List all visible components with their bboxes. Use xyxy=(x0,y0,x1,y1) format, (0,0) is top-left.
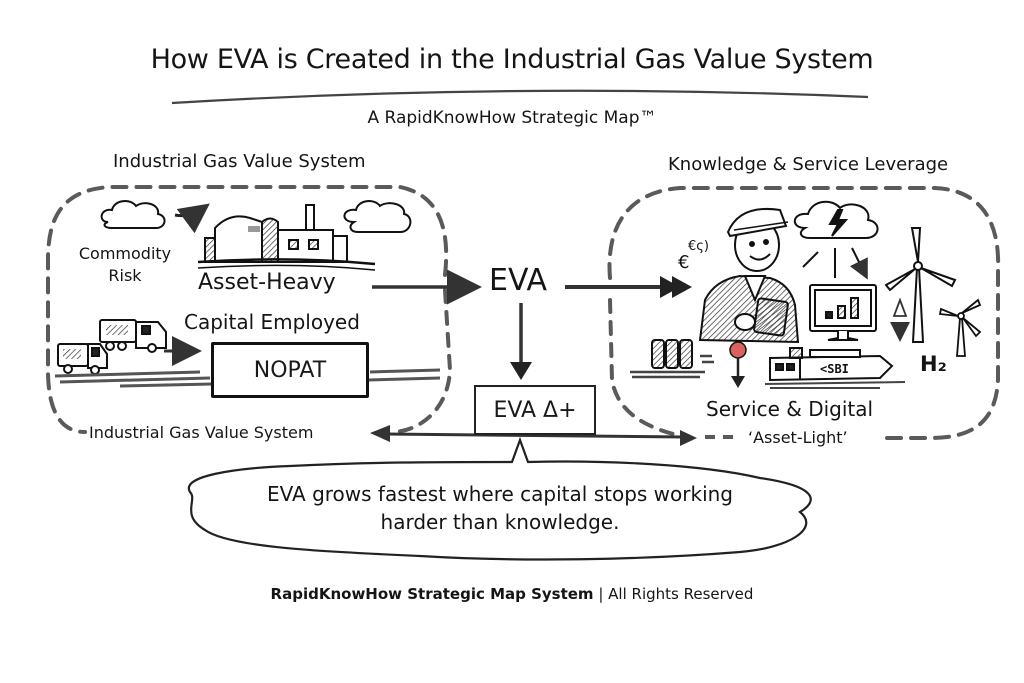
sync-arrows-icon xyxy=(802,247,866,278)
truck-icon xyxy=(99,319,167,353)
page-subtitle: A RapidKnowHow Strategic Map™ xyxy=(367,108,657,128)
hydrogen-label: H₂ xyxy=(920,352,947,376)
nopat-label: NOPAT xyxy=(253,357,327,383)
cloud-lightning-icon xyxy=(793,200,879,239)
trend-arrow-icon xyxy=(174,203,210,234)
capital-employed-label: Capital Employed xyxy=(184,310,360,334)
left-zone-bottom-label: Industrial Gas Value System xyxy=(89,423,314,442)
right-zone-outline xyxy=(607,186,1001,440)
asset-heavy-label: Asset-Heavy xyxy=(198,270,336,295)
left-zone-title: Industrial Gas Value System xyxy=(113,151,366,172)
page-title: How EVA is Created in the Industrial Gas… xyxy=(150,44,874,75)
ground-strokes xyxy=(54,368,441,388)
truck-icon xyxy=(57,343,108,375)
callout-quote: EVA grows fastest where capital stops wo… xyxy=(266,482,733,534)
red-marker-icon xyxy=(729,341,747,359)
gas-cylinders-icon xyxy=(651,339,693,369)
bidirectional-arrow xyxy=(384,432,686,439)
footer: RapidKnowHow Strategic Map System | All … xyxy=(0,585,1024,603)
eva-label: EVA xyxy=(489,263,548,298)
service-digital-label: Service & Digital xyxy=(706,397,874,421)
gas-plant-icon xyxy=(204,204,348,263)
asset-light-label: ‘Asset-Light’ xyxy=(748,428,848,447)
eva-delta-box: EVA Δ+ xyxy=(474,385,596,435)
machine-label: <SBI xyxy=(820,362,849,376)
wind-turbine-icon xyxy=(884,227,957,343)
svg-text:€ς): €ς) xyxy=(688,239,709,254)
footer-brand: RapidKnowHow Strategic Map System xyxy=(270,585,594,603)
right-zone-title: Knowledge & Service Leverage xyxy=(668,154,949,175)
left-zone-outline xyxy=(46,185,449,434)
title-underline xyxy=(171,89,869,105)
eva-delta-label: EVA Δ+ xyxy=(493,397,577,423)
wind-turbine-icon xyxy=(938,298,982,357)
control-unit-icon xyxy=(769,347,894,382)
cloud-icon xyxy=(343,200,412,233)
euro-icon: € xyxy=(678,252,689,273)
dashboard-monitor-icon xyxy=(809,284,877,341)
commodity-risk-label: Commodity Risk xyxy=(78,244,172,285)
speech-bubble xyxy=(187,436,812,561)
consultant-person-icon xyxy=(698,208,800,344)
cloud-icon xyxy=(100,200,166,229)
footer-rights: | All Rights Reserved xyxy=(598,585,754,603)
nopat-box: NOPAT xyxy=(211,342,369,398)
